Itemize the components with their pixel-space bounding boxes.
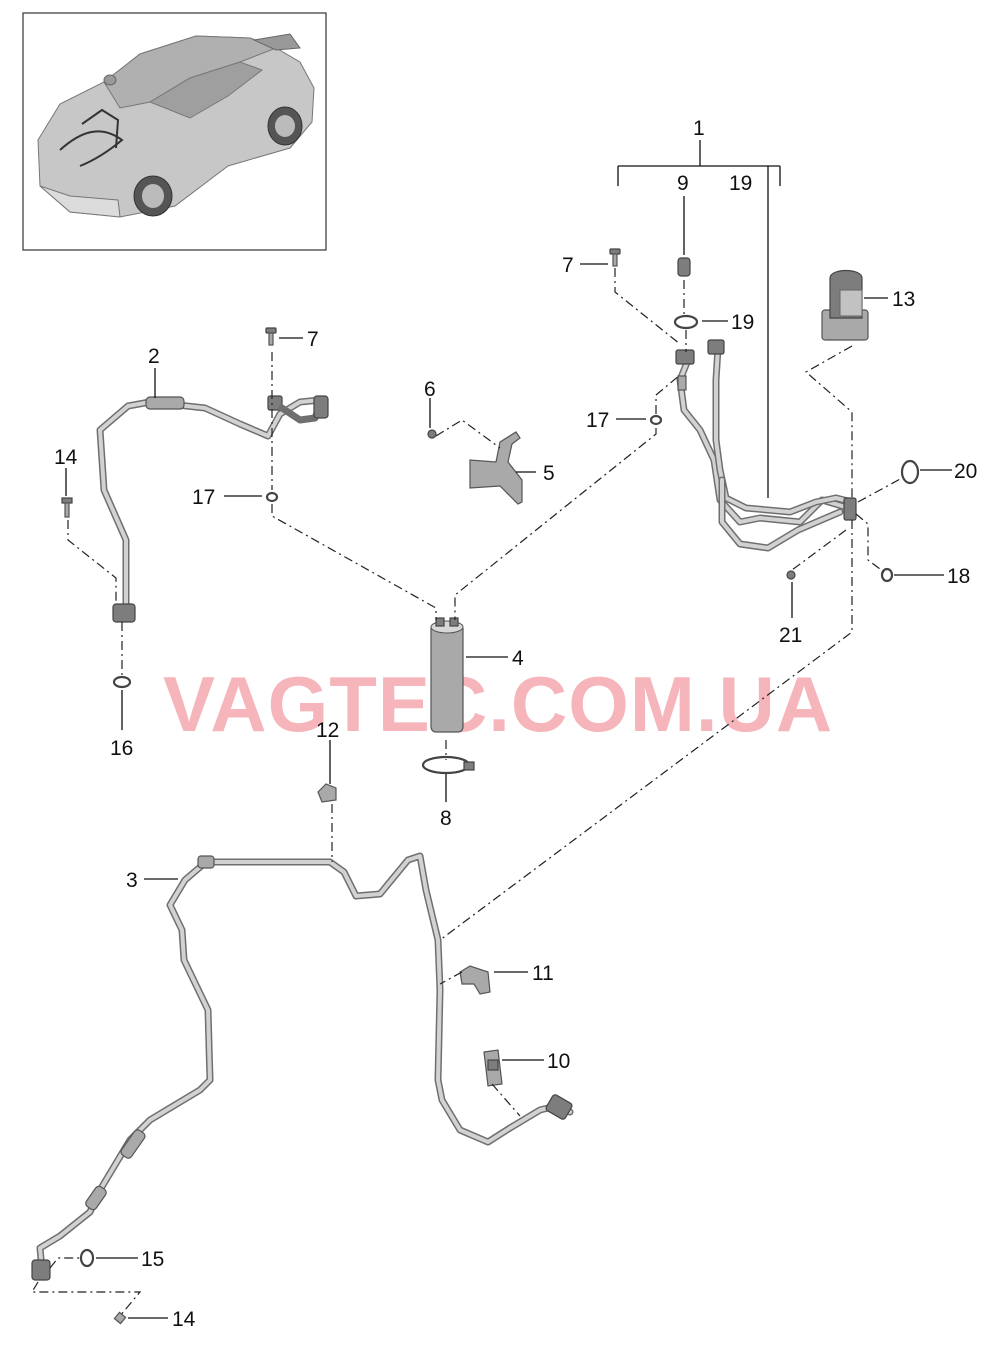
callout-8: 8 (440, 807, 452, 830)
callout-4: 4 (512, 647, 524, 670)
callout-13: 13 (892, 288, 915, 311)
callout-5: 5 (543, 462, 555, 485)
callout-1: 1 (693, 117, 705, 140)
o-ring-15 (79, 1248, 95, 1268)
clip-10 (483, 1049, 503, 1087)
pipe-3 (31, 852, 574, 1281)
o-ring-17-left (265, 491, 279, 503)
vehicle-thumbnail (22, 12, 327, 251)
o-ring-18 (880, 567, 894, 583)
leader-lines (65, 140, 952, 1319)
callout-2: 2 (148, 345, 160, 368)
bolt-14-top (61, 497, 73, 518)
callout-20: 20 (954, 460, 977, 483)
clamp-8 (421, 755, 475, 775)
callout-3: 3 (126, 869, 138, 892)
assembly-lines (30, 268, 903, 1317)
o-ring-16 (112, 675, 132, 689)
callout-19: 19 (731, 311, 754, 334)
callout-7-right: 7 (562, 254, 574, 277)
callout-12: 12 (316, 719, 339, 742)
holder-11 (459, 965, 491, 995)
callout-17-right: 17 (586, 409, 609, 432)
clip-12 (317, 783, 337, 803)
pipe-2 (96, 395, 329, 623)
o-ring-19 (673, 314, 699, 330)
bolt-7-left (265, 327, 277, 346)
callout-14-bottom: 14 (172, 1308, 196, 1331)
pipe-1-assembly (675, 339, 857, 552)
callout-10: 10 (547, 1050, 570, 1073)
bolt-7-right (609, 248, 621, 267)
callout-17-left: 17 (192, 486, 215, 509)
receiver-drier-4 (430, 617, 464, 733)
callout-1-sub-19: 19 (729, 172, 752, 195)
callout-18: 18 (947, 565, 970, 588)
o-ring-20 (900, 459, 920, 485)
callout-15: 15 (141, 1248, 164, 1271)
callout-numbers: 1 9 19 2 3 4 5 6 7 7 8 10 11 12 13 14 14… (54, 117, 977, 1331)
callout-1-sub-9: 9 (677, 172, 689, 195)
nut-21 (786, 570, 796, 580)
callout-6: 6 (424, 378, 436, 401)
car-illustration (37, 33, 315, 218)
callout-16: 16 (110, 737, 133, 760)
callout-14-top: 14 (54, 446, 78, 469)
watermark-text: VAGTEC.COM.UA (163, 660, 833, 748)
bracket-5 (469, 431, 523, 505)
valve-9 (677, 257, 691, 277)
callout-7-left: 7 (307, 328, 319, 351)
o-ring-17-right (649, 414, 663, 426)
callout-21: 21 (779, 624, 802, 647)
sensor-13 (821, 269, 869, 341)
bolt-14-bottom (113, 1311, 127, 1325)
nut-6 (427, 429, 437, 439)
callout-11: 11 (532, 962, 554, 985)
